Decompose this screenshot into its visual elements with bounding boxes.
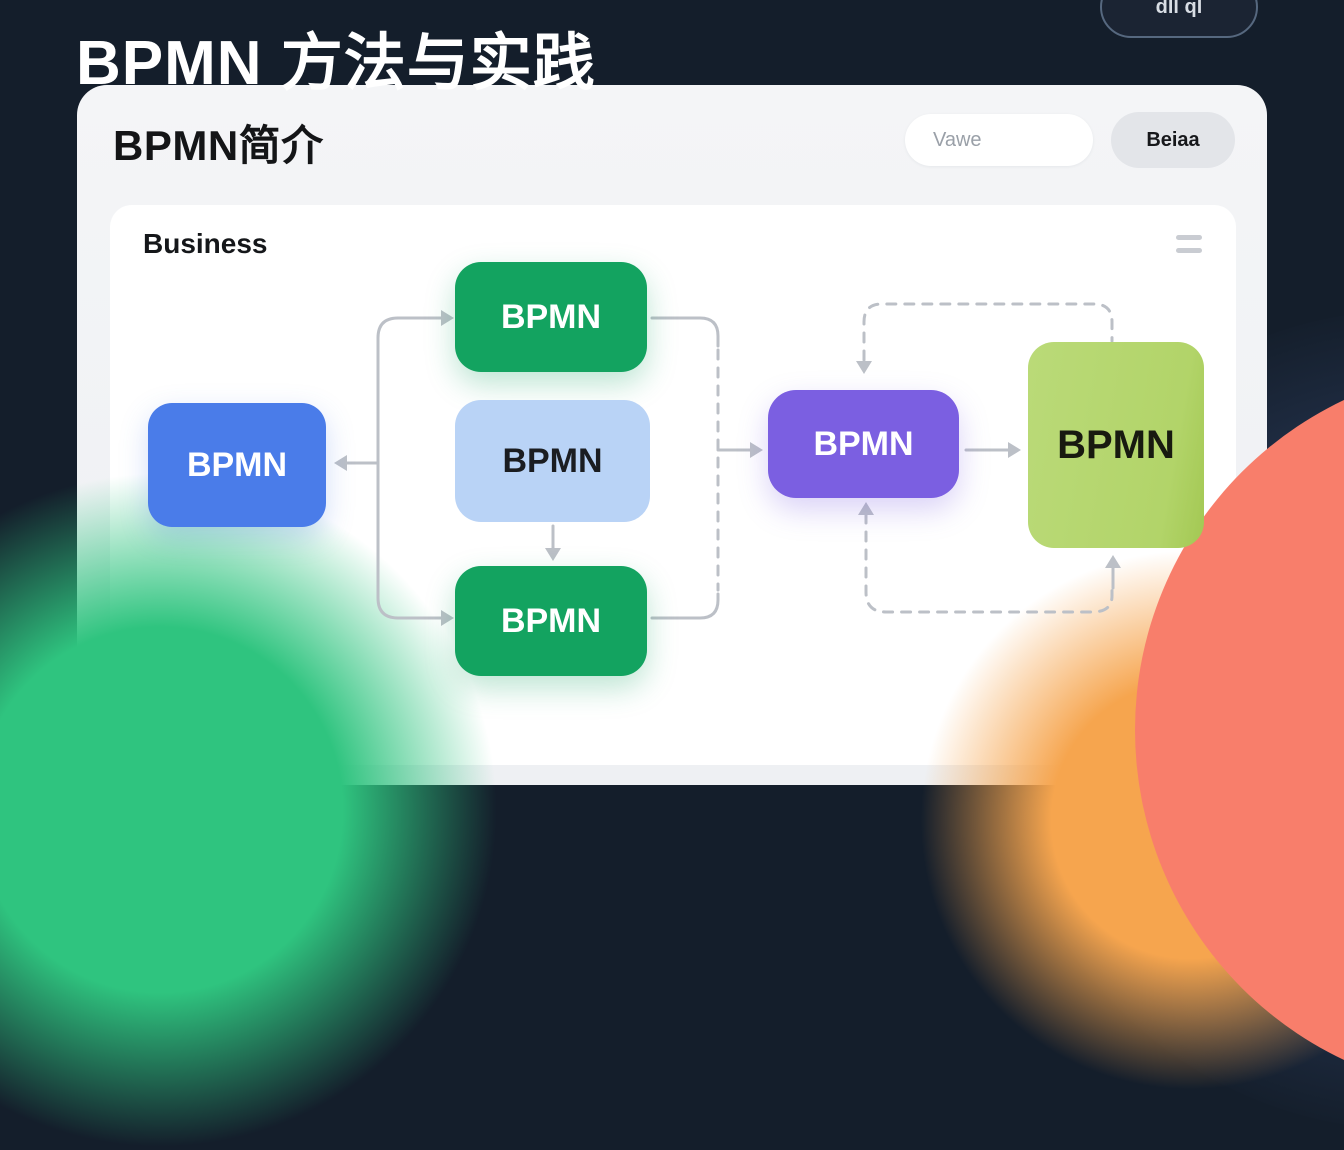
top-right-pill-button[interactable]: dll ql xyxy=(1100,0,1258,38)
top-right-pill-label: dll ql xyxy=(1155,0,1203,18)
diagram-title-business: Business xyxy=(143,228,268,259)
node-right-purple[interactable]: BPMN xyxy=(768,390,959,498)
node-left-blue[interactable]: BPMN xyxy=(148,403,326,527)
page-title: BPMN 方法与实践 xyxy=(76,28,596,98)
two-line-menu-icon[interactable] xyxy=(1176,235,1202,253)
node-right-yellowgreen[interactable]: BPMN xyxy=(1028,342,1204,548)
node-middle-lightblue[interactable]: BPMN xyxy=(455,400,650,522)
panel-action-button[interactable]: Beiaa xyxy=(1111,112,1235,168)
node-bottom-green[interactable]: BPMN xyxy=(455,566,647,676)
search-input[interactable] xyxy=(905,114,1093,166)
panel-heading: BPMN简介 xyxy=(113,122,324,169)
node-top-green[interactable]: BPMN xyxy=(455,262,647,372)
